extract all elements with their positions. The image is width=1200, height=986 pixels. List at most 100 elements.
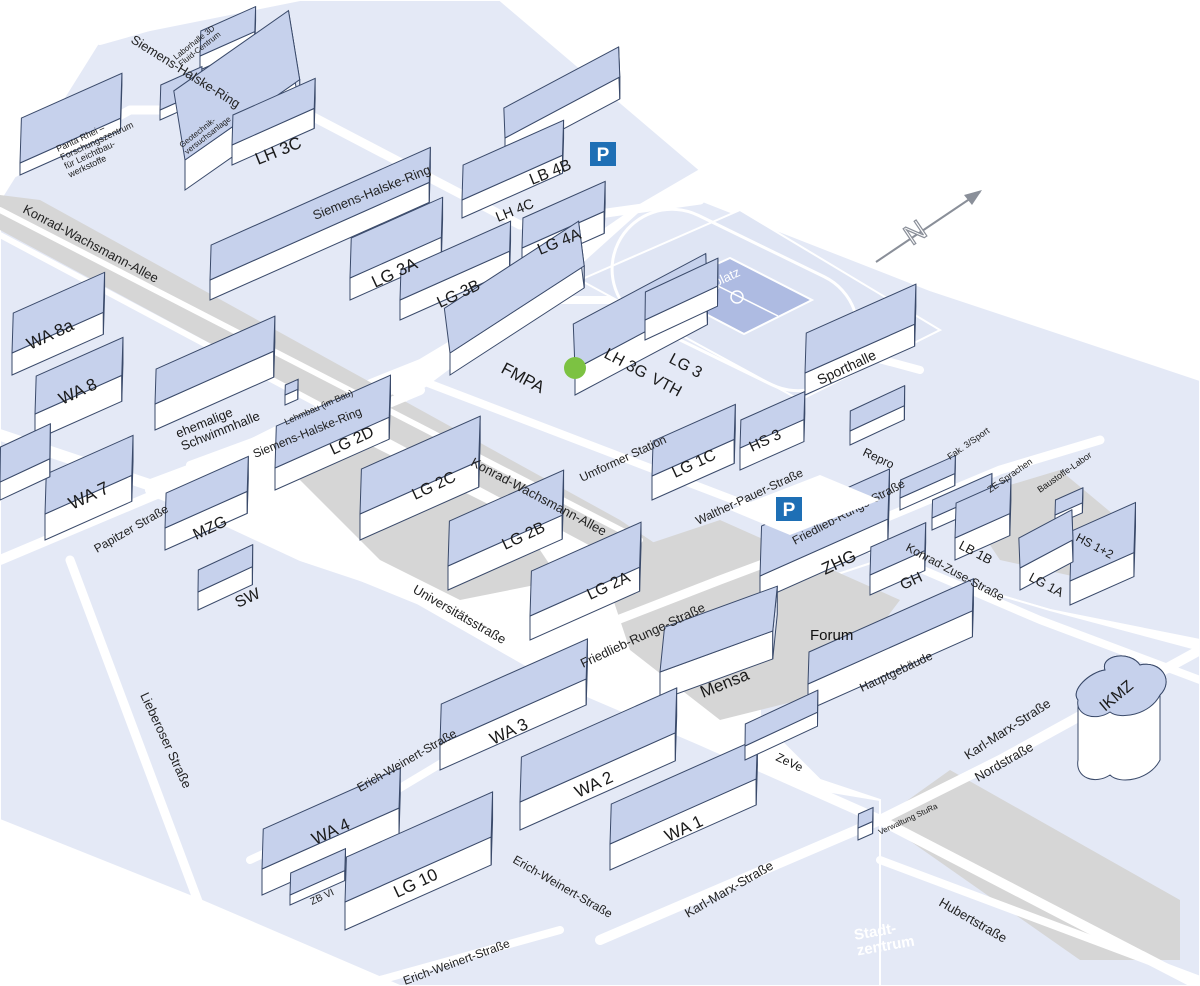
parking-central-symbol: P [783, 500, 796, 521]
zbvi-building[interactable] [289, 847, 347, 906]
wa3-building[interactable] [439, 638, 588, 771]
lg1a-building[interactable] [1018, 509, 1074, 591]
lg2b-building[interactable] [447, 469, 565, 591]
north-arrow: N [875, 190, 982, 263]
mzg-building[interactable] [164, 455, 249, 551]
repro-building[interactable] [849, 384, 906, 446]
sw-building-roof [197, 543, 254, 593]
parking-north-symbol: P [597, 145, 610, 166]
hs3-building-roof [739, 390, 806, 449]
wa7-building-roof [44, 434, 134, 515]
north-arrow-symbol: N [898, 214, 932, 251]
laborhalle-building-roof [199, 5, 257, 57]
schwimmhalle-building-roof [154, 315, 276, 405]
panta-rhei-building-roof [19, 72, 123, 164]
hauptgebaeude-building[interactable] [807, 578, 974, 711]
hs3-building[interactable] [739, 390, 806, 471]
mzg-building-roof [164, 455, 249, 529]
lh4c-building[interactable] [461, 119, 565, 219]
sw-building[interactable] [197, 543, 254, 611]
ikmz-roof [1075, 655, 1167, 718]
sporthalle-building[interactable] [804, 283, 917, 396]
wa8a-building[interactable] [11, 271, 106, 376]
road-hubert [876, 856, 1200, 984]
lg2d-building-roof [274, 374, 392, 469]
lg1c-building[interactable] [651, 403, 736, 501]
sportplatz-center-circle [730, 290, 744, 304]
parking-north-icon [590, 142, 616, 166]
fmpa-building[interactable] [443, 220, 585, 376]
lg3a-long[interactable] [209, 146, 431, 301]
sporthalle-building-roof [804, 283, 917, 374]
parking-central-area [730, 475, 880, 535]
road-lieberoser [65, 555, 225, 965]
parking-central[interactable]: P [730, 475, 880, 535]
lg1a-building-roof [1018, 509, 1074, 569]
verwaltung-building-roof [857, 806, 874, 829]
forum-label: Forum [810, 627, 853, 644]
lg10-building[interactable] [344, 791, 494, 931]
wa8-building[interactable] [34, 336, 124, 441]
road-siemens-halske-ring-north [95, 0, 245, 45]
wa8a-building-roof [11, 271, 106, 354]
lh4c-building-roof [461, 119, 565, 201]
lehmbau-building-roof [284, 378, 299, 396]
wa2-building-roof [519, 687, 678, 803]
lg2c-building-roof [359, 415, 481, 515]
zbvi-building-roof [289, 847, 347, 896]
panta-rhei-building[interactable] [19, 72, 123, 176]
lg2a-building-roof [529, 521, 642, 617]
wa2-building[interactable] [519, 687, 678, 831]
lg2c-building[interactable] [359, 415, 481, 541]
north-arrow-line [875, 191, 981, 263]
lg3-building[interactable] [644, 257, 719, 341]
lg2b-building-roof [447, 469, 565, 567]
lg10-building-roof [344, 791, 494, 903]
verwaltung-building[interactable] [857, 806, 874, 841]
gh-building[interactable] [869, 521, 927, 596]
mensa-building[interactable] [659, 585, 778, 701]
lg3b-building-roof [399, 220, 512, 301]
road-erich-weinert-2 [376, 926, 564, 984]
wa7-wing-roof [0, 422, 51, 483]
lb1b-building-roof [954, 477, 1012, 539]
lg2d-building[interactable] [274, 374, 392, 491]
location-dot-icon[interactable] [564, 357, 586, 379]
wa8-building-roof [34, 336, 124, 415]
lh3c-tower-roof [231, 77, 316, 146]
lg1c-building-roof [651, 403, 736, 477]
zeve-building[interactable] [744, 689, 819, 761]
schwimmhalle-building[interactable] [154, 315, 276, 431]
gh-building-roof [869, 521, 927, 576]
fak3-building[interactable] [899, 454, 956, 511]
baustoffe-building-roof [1054, 487, 1084, 516]
lg3b-building[interactable] [399, 220, 512, 321]
parking-north[interactable]: P [590, 142, 616, 166]
hs12-building[interactable] [1069, 501, 1137, 606]
lehmbau-building[interactable] [284, 378, 299, 406]
ikmz-building[interactable]: IKMZ [1075, 655, 1167, 781]
buildings-layer [0, 5, 1137, 931]
wa4-building-roof [261, 767, 401, 870]
stadtzentrum-label: Stadt-zentrum [853, 917, 916, 959]
wa7-wing[interactable] [0, 422, 51, 501]
lg3a-long-roof [209, 146, 431, 281]
lg2a-building[interactable] [529, 521, 642, 641]
parking-central-icon [776, 497, 802, 521]
repro-building-roof [849, 384, 906, 432]
lh3c-tower[interactable] [231, 77, 316, 166]
zeve-building-roof [744, 689, 819, 747]
fmpa-building-roof [443, 220, 585, 354]
lg3a-head-roof [349, 196, 444, 279]
lg3-building-roof [644, 257, 719, 321]
hauptgebaeude-building-roof [807, 578, 974, 685]
north-arrow-head [964, 190, 982, 205]
lb4b-building-roof [503, 46, 621, 139]
fak3-building-roof [899, 454, 956, 499]
lb1b-building[interactable] [954, 477, 1012, 561]
wa7-building[interactable] [44, 434, 134, 541]
wa3-building-roof [439, 638, 588, 745]
mensa-building-roof [659, 585, 778, 673]
paved-verwaltung-field [880, 770, 1180, 960]
